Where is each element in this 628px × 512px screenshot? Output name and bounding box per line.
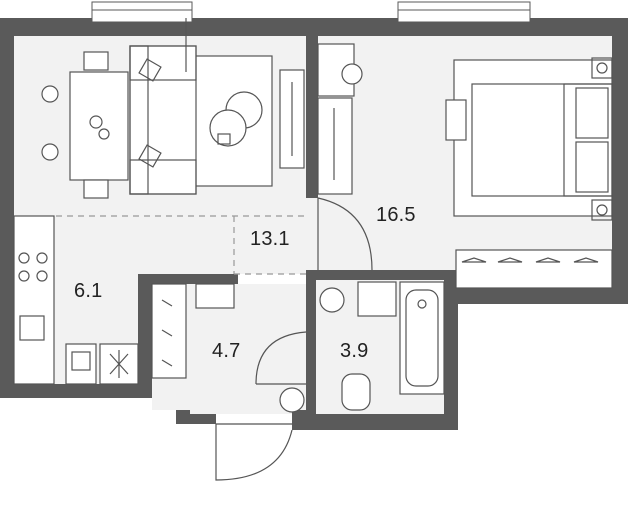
kitchen-counter	[13, 215, 55, 385]
walls	[0, 18, 628, 430]
door-swing	[255, 331, 307, 385]
door-swing	[317, 197, 373, 271]
windows	[91, 1, 531, 23]
furniture	[13, 18, 613, 413]
entry-door	[215, 424, 293, 481]
nightstand	[591, 57, 613, 79]
doors	[215, 197, 373, 481]
zone-dividers	[56, 215, 306, 275]
chair	[83, 51, 109, 71]
dining-table	[69, 71, 129, 181]
chair	[83, 179, 109, 199]
room-area-kitchen: 6.1	[74, 280, 103, 302]
chair	[41, 85, 59, 103]
toilet	[341, 373, 371, 411]
nightstand	[591, 199, 613, 221]
hall-wardrobe	[151, 283, 187, 379]
kitchen-sink	[65, 343, 97, 385]
room-area-bedroom: 16.5	[376, 204, 416, 226]
bathroom-sink	[357, 281, 397, 317]
room-area-hall: 4.7	[212, 340, 241, 362]
room-area-living: 13.1	[250, 228, 290, 250]
bathtub	[399, 281, 445, 395]
room-area-bathroom: 3.9	[340, 340, 369, 362]
wardrobe	[455, 249, 613, 289]
coffee-table	[209, 109, 247, 147]
chair	[41, 143, 59, 161]
